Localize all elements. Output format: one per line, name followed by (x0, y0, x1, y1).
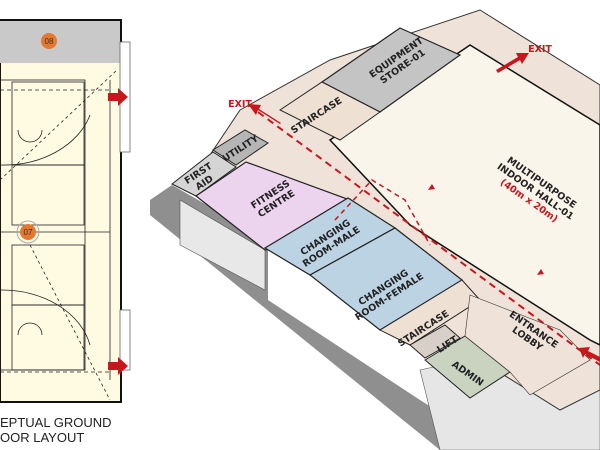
court-lines (0, 69, 118, 401)
entrance-lobby (464, 294, 591, 396)
multipurpose-hall (328, 44, 600, 346)
marker-07-ring (16, 220, 40, 244)
exit-label-left: EXIT (228, 99, 252, 110)
marker-07 (20, 224, 36, 240)
utility-room (212, 129, 269, 166)
staircase-top (279, 81, 381, 141)
marker-08-label: 08 (45, 37, 54, 46)
marker-08 (41, 33, 57, 49)
plan-outline (0, 19, 122, 403)
isometric-view: EXIT EXIT EQUIPMENT STORE-01 STAIRCASE U… (150, 9, 600, 450)
exit-arrow-icon (248, 104, 281, 124)
direction-arrow-icon (537, 269, 544, 275)
exit-arrow-icon (108, 357, 128, 375)
plan-caption-line1: EPTUAL GROUND (0, 415, 111, 430)
exit-arrow-icon (579, 347, 600, 362)
exit-label-right: EXIT (528, 44, 552, 55)
first-aid-room (171, 151, 237, 197)
exit-arrow-icon (496, 53, 529, 73)
exit-route (257, 111, 600, 366)
direction-arrow-icon (428, 184, 435, 190)
glazed-facade (179, 199, 266, 291)
lift (409, 324, 461, 359)
exit-route-branch (334, 179, 431, 246)
marker-07-label: 07 (24, 228, 33, 237)
plan-side-door (119, 309, 131, 371)
exit-arrow-icon (108, 88, 128, 106)
ground-floor-plan: 08 07 EPTUAL GROUND OOR LAYOUT (0, 19, 131, 445)
plan-store-band (0, 21, 120, 63)
plan-caption-line2: OOR LAYOUT (0, 430, 84, 445)
